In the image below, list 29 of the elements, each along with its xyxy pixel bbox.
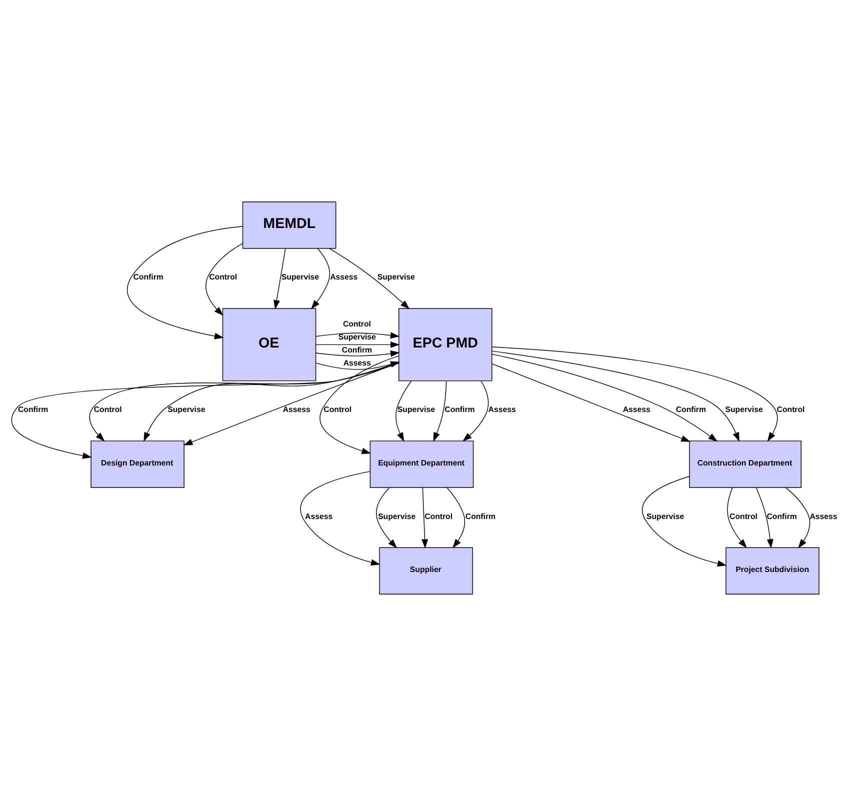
edge-label: Supervise xyxy=(281,272,320,282)
edge-label: Control xyxy=(324,404,352,414)
edge-label: Supervise xyxy=(646,511,684,520)
edge-label: Supervise xyxy=(378,511,416,520)
edge-label: Control xyxy=(776,404,805,414)
edge-label: Control xyxy=(343,319,371,328)
edge-label: Confirm xyxy=(444,404,475,414)
edge-label: Control xyxy=(424,511,453,520)
edge-label: Supervise xyxy=(377,272,415,282)
edge-label: Confirm xyxy=(133,272,164,282)
edge-label: Assess xyxy=(343,358,371,367)
edge-label: Assess xyxy=(488,404,516,414)
edge-label: Control xyxy=(209,272,238,282)
edge-label: Supervise xyxy=(397,404,435,414)
edge-label: Assess xyxy=(330,272,358,282)
edge-label: Supervise xyxy=(168,404,206,414)
edge-label: Confirm xyxy=(676,404,706,414)
edge-label: Control xyxy=(94,404,122,414)
edge-label: Control xyxy=(730,511,758,520)
edge-label: Assess xyxy=(305,511,333,520)
edge-label: Assess xyxy=(810,511,838,520)
edge-label: Supervise xyxy=(338,332,376,342)
edge-label: Confirm xyxy=(342,344,372,354)
edge-label: Confirm xyxy=(766,511,797,520)
edge-label: Assess xyxy=(282,404,310,414)
edge-label: Supervise xyxy=(725,404,763,414)
edge-label: Confirm xyxy=(18,404,48,414)
edge-label: Confirm xyxy=(465,511,496,520)
edge-label: Assess xyxy=(622,404,650,414)
